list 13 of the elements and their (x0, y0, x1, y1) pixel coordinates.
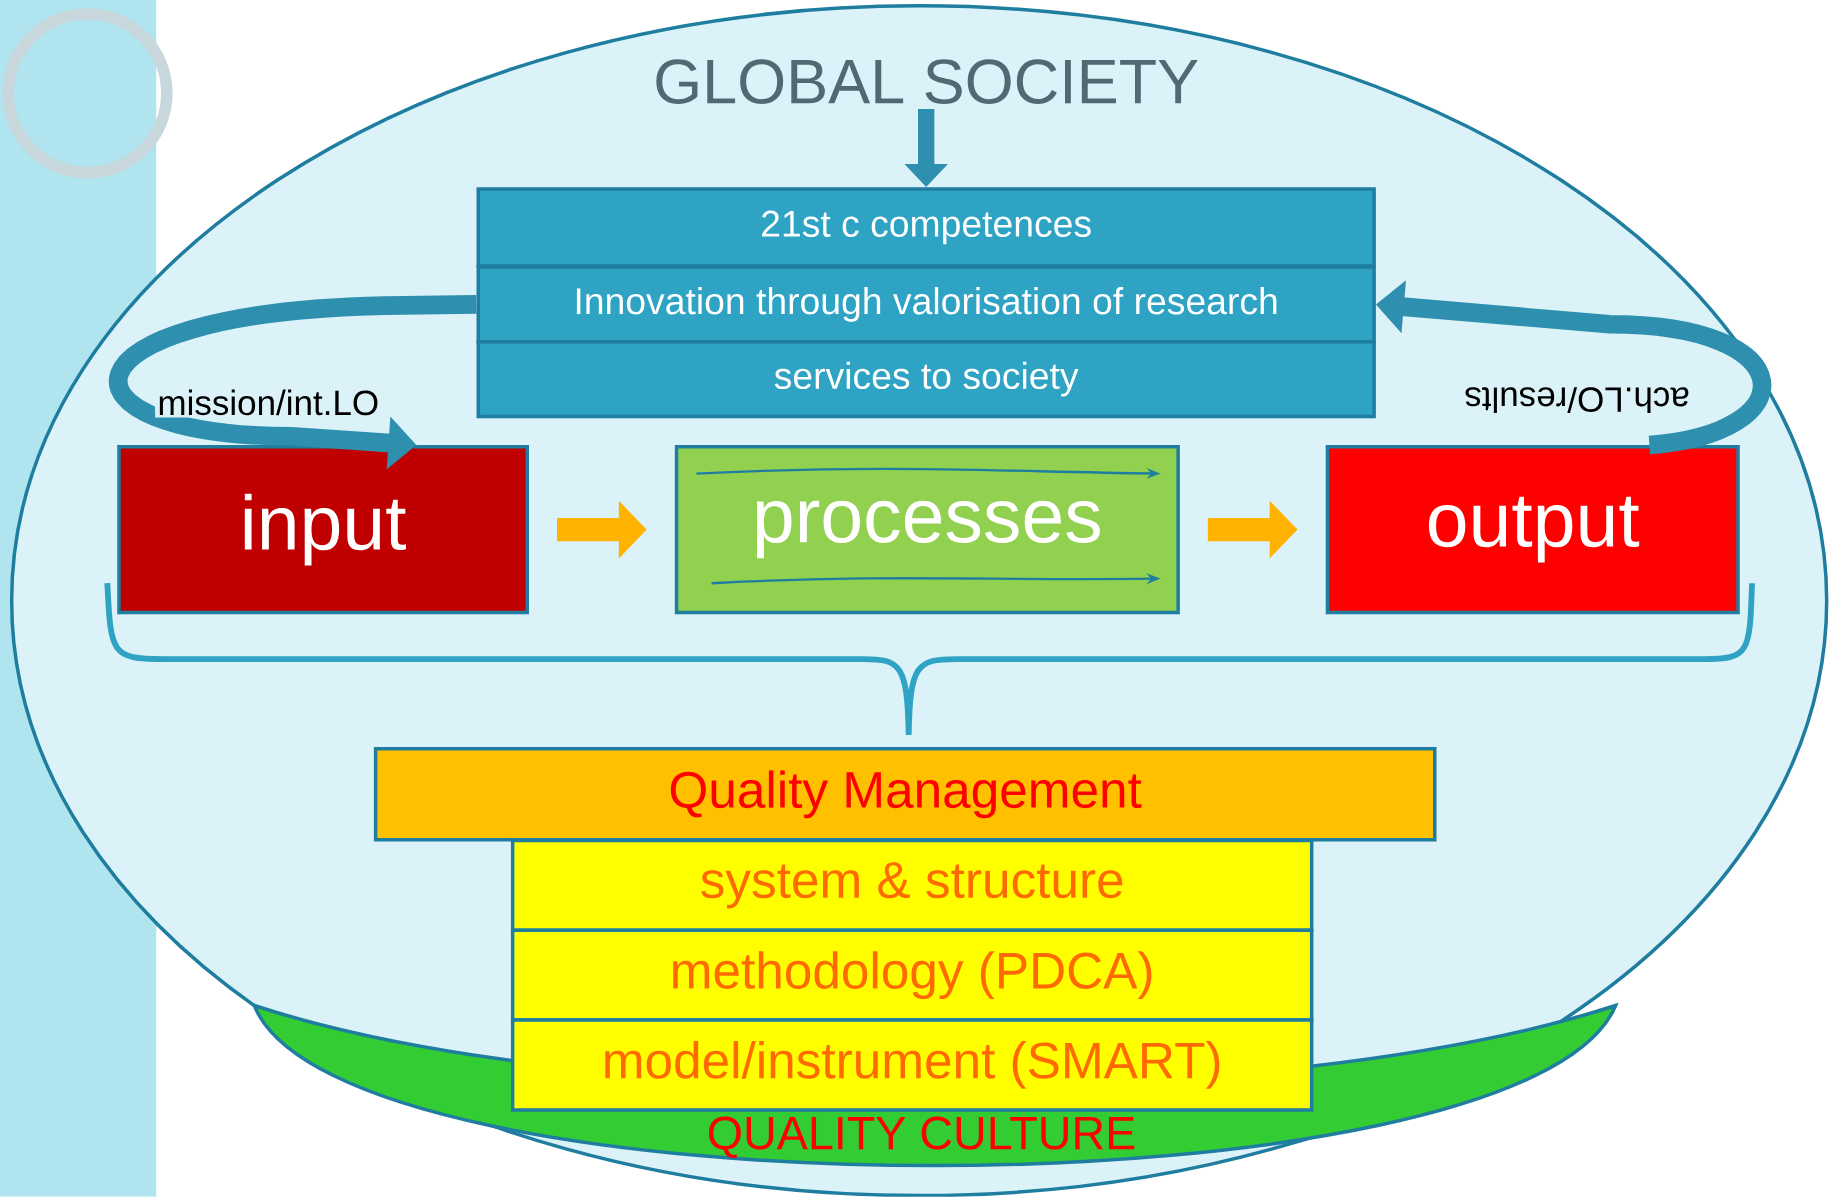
edge-label: mission/int.LO (155, 387, 382, 418)
title: GLOBAL SOCIETY (656, 59, 1198, 105)
process-box: processes (674, 445, 1180, 615)
layer-box: system & structure (510, 838, 1314, 933)
layer-box: model/instrument (SMART) (510, 1018, 1314, 1112)
competence-band: 21st c competences (476, 187, 1376, 268)
competence-band: services to society (476, 340, 1376, 419)
layer-box: methodology (PDCA) (510, 928, 1314, 1022)
edge-label: ach.LO/results (1461, 385, 1693, 416)
competence-band: Innovation through valorisation of research (476, 265, 1376, 344)
input-box: input (117, 445, 529, 615)
header-box: Quality Management (373, 747, 1437, 842)
output-box: output (1325, 445, 1740, 615)
